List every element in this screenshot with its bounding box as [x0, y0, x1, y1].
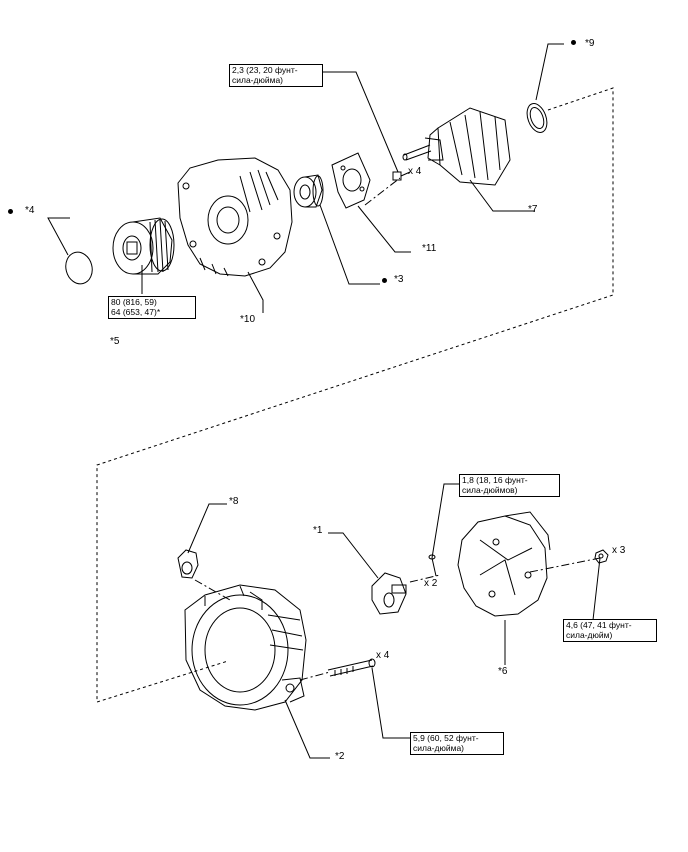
label-part-7: *7 [528, 204, 538, 215]
label-part-8: *8 [229, 496, 239, 507]
quantity-rotor-screws: x 4 [408, 166, 422, 177]
label-part-10: *10 [240, 314, 256, 325]
rear-cover-part-6 [457, 511, 551, 617]
torque-box-brush: 1,8 (18, 16 фунт- сила-дюймов) [459, 474, 560, 497]
torque-pulley-line-2: 64 (653, 47)* [111, 306, 161, 317]
torque-housing-line-1: 5,9 (60, 52 фунт- [413, 733, 479, 743]
label-part-3: *3 [394, 274, 404, 285]
new-part-dot-9 [571, 40, 576, 45]
torque-cover-line-2: сила-дюйм) [566, 629, 613, 640]
pulley-part-5 [112, 217, 175, 275]
bearing-retainer-part-11 [331, 152, 371, 209]
torque-box-rotor: 2,3 (23, 20 фунт- сила-дюйма) [229, 64, 323, 87]
leader-lines-upper [47, 43, 564, 313]
torque-rotor-line-2: сила-дюйма) [232, 74, 283, 85]
label-part-11: *11 [422, 243, 437, 254]
new-part-dot-4 [8, 209, 13, 214]
torque-box-cover: 4,6 (47, 41 фунт- сила-дюйм) [563, 619, 657, 642]
rectifier-end-frame-part-2 [184, 584, 307, 711]
terminal-insulator-part-8 [177, 549, 199, 579]
leader-lines-lower [187, 483, 601, 759]
housing-bolt [327, 658, 376, 677]
label-part-1: *1 [313, 525, 323, 536]
rotor-screw [392, 171, 411, 181]
torque-brush-line-2: сила-дюймов) [462, 484, 518, 495]
torque-housing-line-2: сила-дюйма) [413, 742, 464, 753]
new-part-dot-3 [382, 278, 387, 283]
rotor-part-7 [402, 107, 511, 186]
dashed-assembly-outline [96, 87, 614, 703]
label-part-5: *5 [110, 336, 120, 347]
torque-box-pulley: 80 (816, 59) 64 (653, 47)* [108, 296, 196, 319]
cap-part-4 [65, 251, 93, 285]
brush-holder-part-1 [371, 572, 407, 615]
label-part-6: *6 [498, 666, 508, 677]
label-part-9: *9 [585, 38, 595, 49]
torque-cover-line-1: 4,6 (47, 41 фунт- [566, 620, 632, 630]
torque-box-housing: 5,9 (60, 52 фунт- сила-дюйма) [410, 732, 504, 755]
assembly-axis-lines [194, 177, 601, 681]
quantity-cover-nuts: x 3 [612, 545, 626, 556]
o-ring-part-9 [526, 103, 548, 133]
label-part-2: *2 [335, 751, 345, 762]
drive-end-frame-part-10 [177, 157, 293, 277]
bearing-part-3 [293, 174, 324, 208]
torque-rotor-line-1: 2,3 (23, 20 фунт- [232, 65, 298, 75]
quantity-housing-bolts: x 4 [376, 650, 390, 661]
torque-brush-line-1: 1,8 (18, 16 фунт- [462, 475, 528, 485]
cover-nut [594, 549, 609, 564]
torque-pulley-line-1: 80 (816, 59) [111, 297, 157, 307]
quantity-brush-screws: x 2 [424, 578, 438, 589]
label-part-4: *4 [25, 205, 35, 216]
brush-screw [428, 554, 437, 577]
